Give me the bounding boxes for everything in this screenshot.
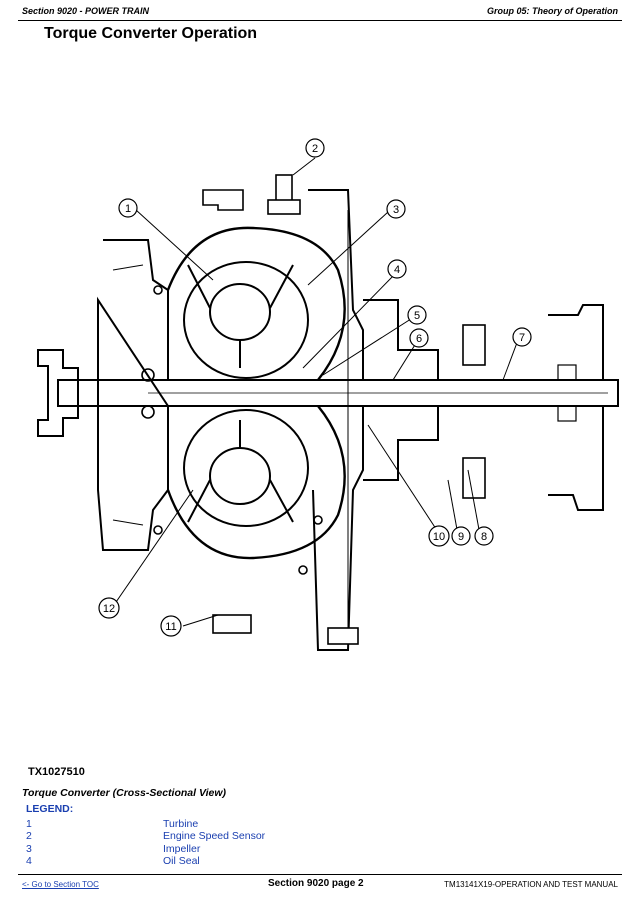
callout-1 (118, 198, 138, 218)
callout-7-label: 7 (519, 332, 525, 344)
legend-number: 4 (26, 855, 32, 868)
figure-caption: Torque Converter (Cross-Sectional View) (22, 787, 227, 799)
callout-10-label: 10 (433, 531, 445, 543)
footer-rule (18, 874, 622, 875)
callout-6-label: 6 (416, 333, 422, 345)
callout-3-label: 3 (393, 204, 399, 216)
callout-11 (160, 615, 182, 637)
callout-1-label: 1 (125, 203, 131, 215)
legend-heading: LEGEND: (26, 803, 74, 815)
legend-number: 1 (26, 818, 32, 830)
callout-11-label: 11 (165, 621, 176, 633)
callout-3 (386, 199, 406, 219)
legend-list: 1 Turbine 2 Engine Speed Sensor 3 Impell… (26, 818, 426, 868)
figure-id: TX1027510 (28, 766, 85, 778)
page-number: Section 9020 page 2 (268, 878, 364, 889)
legend-item: 2 Engine Speed Sensor (26, 830, 426, 842)
callout-4 (387, 259, 407, 279)
callout-4-label: 4 (394, 264, 400, 276)
callout-5 (407, 305, 427, 325)
manual-name: TM13141X19-OPERATION AND TEST MANUAL (444, 880, 618, 889)
callout-10 (428, 525, 450, 547)
legend-label: Engine Speed Sensor (163, 830, 266, 843)
callout-5-label: 5 (414, 310, 420, 322)
group-header: Group 05: Theory of Operation (486, 6, 618, 16)
legend-number: 2 (26, 830, 32, 843)
torque-converter-diagram: 1 2 3 4 5 6 7 8 9 10 11 12 (18, 50, 622, 760)
legend-label: Turbine (163, 818, 199, 830)
section-toc-link[interactable]: <- Go to Section TOC (22, 880, 99, 889)
header-rule (18, 20, 622, 21)
section-header: Section 9020 - POWER TRAIN (22, 6, 150, 16)
callout-8-label: 8 (481, 531, 487, 543)
callout-12-label: 12 (103, 603, 115, 615)
callout-8 (474, 526, 494, 546)
callout-7 (512, 327, 532, 347)
legend-item: 4 Oil Seal (26, 855, 426, 867)
callout-12 (98, 597, 120, 619)
legend-label: Oil Seal (163, 855, 200, 868)
callout-9 (451, 526, 471, 546)
callout-2 (305, 138, 325, 158)
callout-2-label: 2 (312, 143, 318, 155)
legend-number: 3 (26, 842, 32, 855)
legend-label: Impeller (163, 842, 201, 855)
callout-9-label: 9 (458, 531, 464, 543)
legend-item: 1 Turbine (26, 818, 426, 830)
page-title: Torque Converter Operation (44, 25, 258, 42)
legend-item: 3 Impeller (26, 843, 426, 855)
callout-6 (409, 328, 429, 348)
